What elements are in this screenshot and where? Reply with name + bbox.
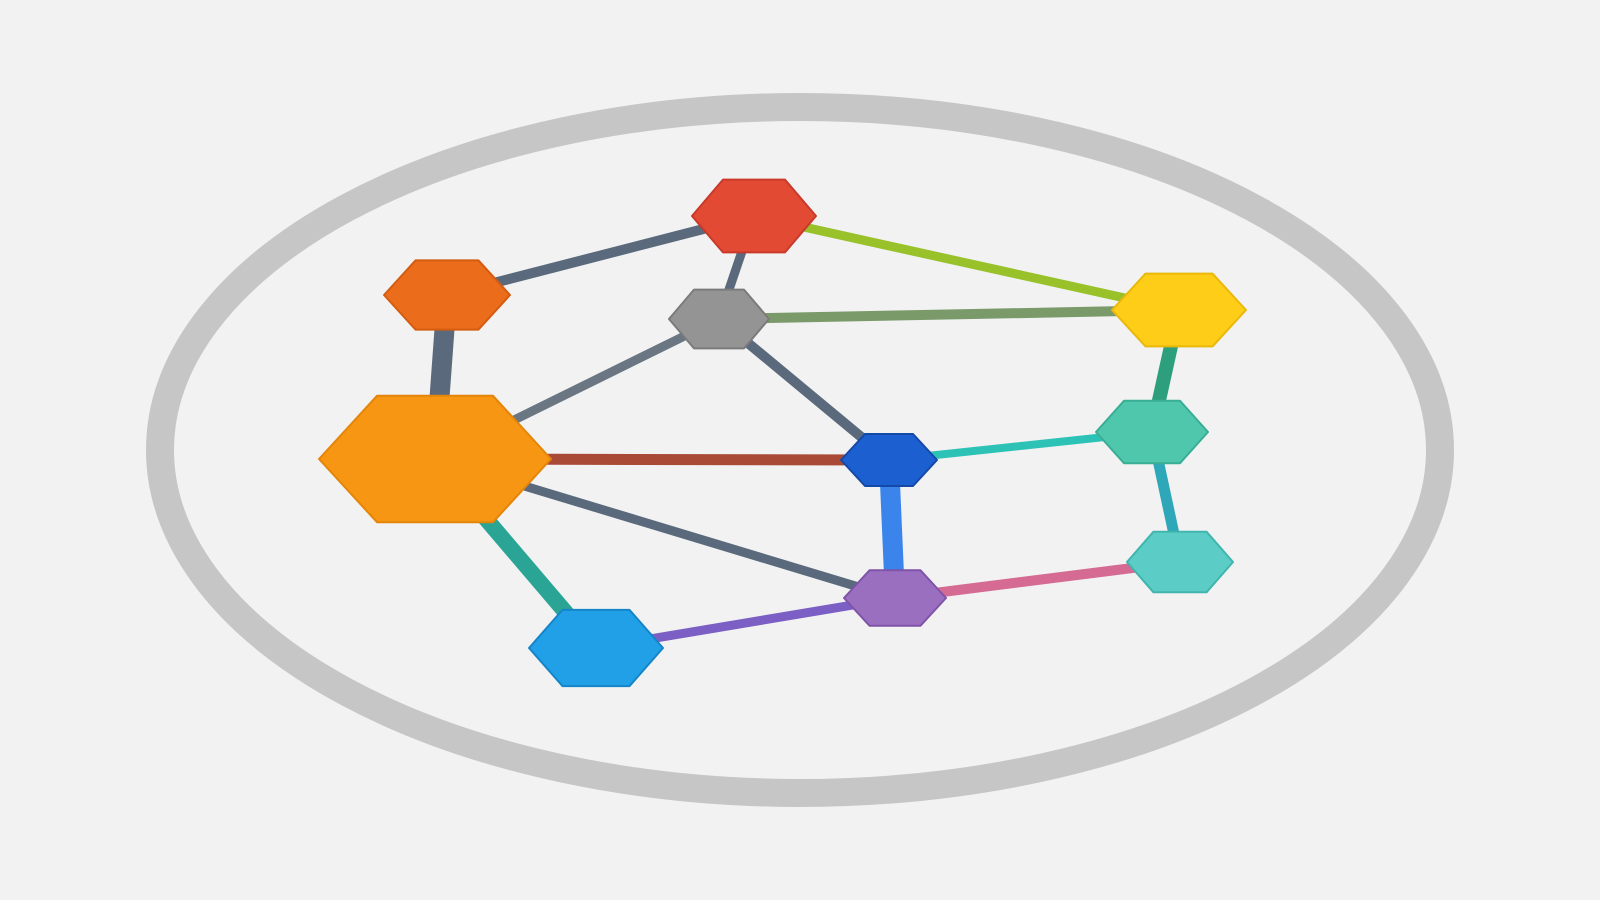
node-layer — [318, 178, 1247, 688]
node-yellow — [1111, 272, 1247, 348]
node-purple — [843, 569, 947, 627]
node-gray — [668, 288, 770, 350]
edge-gray-yellow — [718, 305, 1180, 324]
outer-ring — [146, 93, 1454, 807]
edge-red-yellow — [753, 211, 1180, 315]
node-red — [691, 178, 817, 254]
node-orange-large — [318, 394, 552, 524]
node-cyan — [1126, 530, 1234, 594]
node-blue-dark — [840, 433, 938, 487]
node-green-teal — [1095, 399, 1209, 465]
edge-layer — [425, 211, 1186, 654]
node-blue-light — [528, 608, 664, 688]
node-orange-small — [383, 259, 511, 331]
